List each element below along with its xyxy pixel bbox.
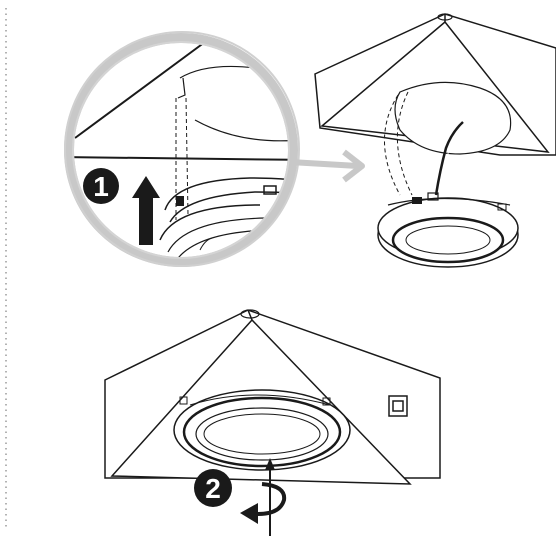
up-arrow-icon bbox=[132, 176, 160, 245]
step-2-badge: 2 bbox=[194, 469, 232, 507]
magnifier-ring bbox=[64, 33, 298, 267]
step-2-number: 2 bbox=[205, 473, 221, 504]
step-1-badge: 1 bbox=[83, 168, 119, 204]
magnifier-detail bbox=[64, 31, 300, 267]
step-1-number: 1 bbox=[93, 171, 109, 202]
housing-exploded-view bbox=[314, 13, 556, 268]
rotate-arrow-icon bbox=[240, 458, 287, 536]
housing-assembled-view bbox=[104, 309, 441, 485]
right-arrow-icon bbox=[289, 149, 365, 183]
